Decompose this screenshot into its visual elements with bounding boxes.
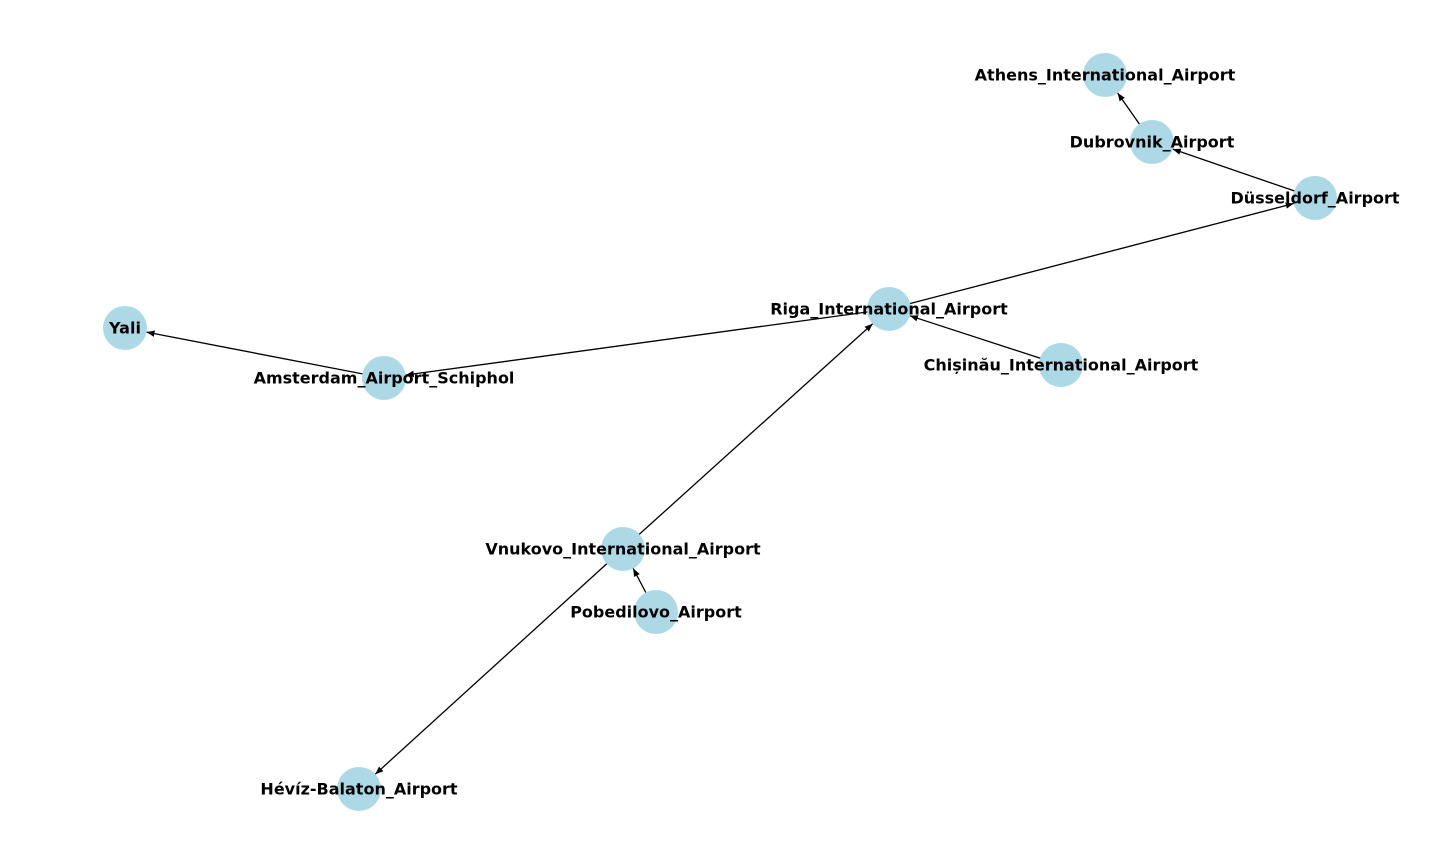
node-label-vnukovo: Vnukovo_International_Airport: [485, 540, 761, 559]
node-label-yali: Yali: [108, 319, 141, 338]
edge-dusseldorf-to-dubrovnik: [1172, 148, 1316, 199]
node-chisinau: [1039, 343, 1083, 387]
node-athens: [1083, 53, 1127, 97]
edge-riga-to-dusseldorf: [888, 202, 1294, 310]
node-riga: [867, 287, 911, 331]
edge-vnukovo-to-riga: [622, 323, 874, 550]
node-vnukovo: [601, 527, 645, 571]
node-label-riga: Riga_International_Airport: [770, 300, 1008, 319]
node-label-dusseldorf: Düsseldorf_Airport: [1230, 189, 1399, 208]
node-label-amsterdam: Amsterdam_Airport_Schiphol: [254, 369, 515, 388]
edges-layer: [146, 92, 1316, 775]
node-heviz: [337, 767, 381, 811]
node-label-pobedilovo: Pobedilovo_Airport: [570, 603, 742, 622]
node-dusseldorf: [1293, 176, 1337, 220]
node-label-chisinau: Chișinău_International_Airport: [924, 356, 1199, 375]
node-yali: [103, 306, 147, 350]
node-pobedilovo: [634, 590, 678, 634]
labels-layer: Athens_International_AirportDubrovnik_Ai…: [108, 66, 1400, 799]
node-amsterdam: [362, 356, 406, 400]
node-label-dubrovnik: Dubrovnik_Airport: [1070, 133, 1235, 152]
node-label-athens: Athens_International_Airport: [975, 66, 1236, 85]
edge-chisinau-to-riga: [909, 315, 1062, 366]
edge-amsterdam-to-yali: [146, 330, 385, 379]
node-dubrovnik: [1130, 120, 1174, 164]
edge-vnukovo-to-heviz: [374, 548, 624, 775]
edge-riga-to-amsterdam: [405, 308, 890, 378]
node-label-heviz: Hévíz-Balaton_Airport: [260, 780, 458, 799]
nodes-layer: [103, 53, 1337, 811]
